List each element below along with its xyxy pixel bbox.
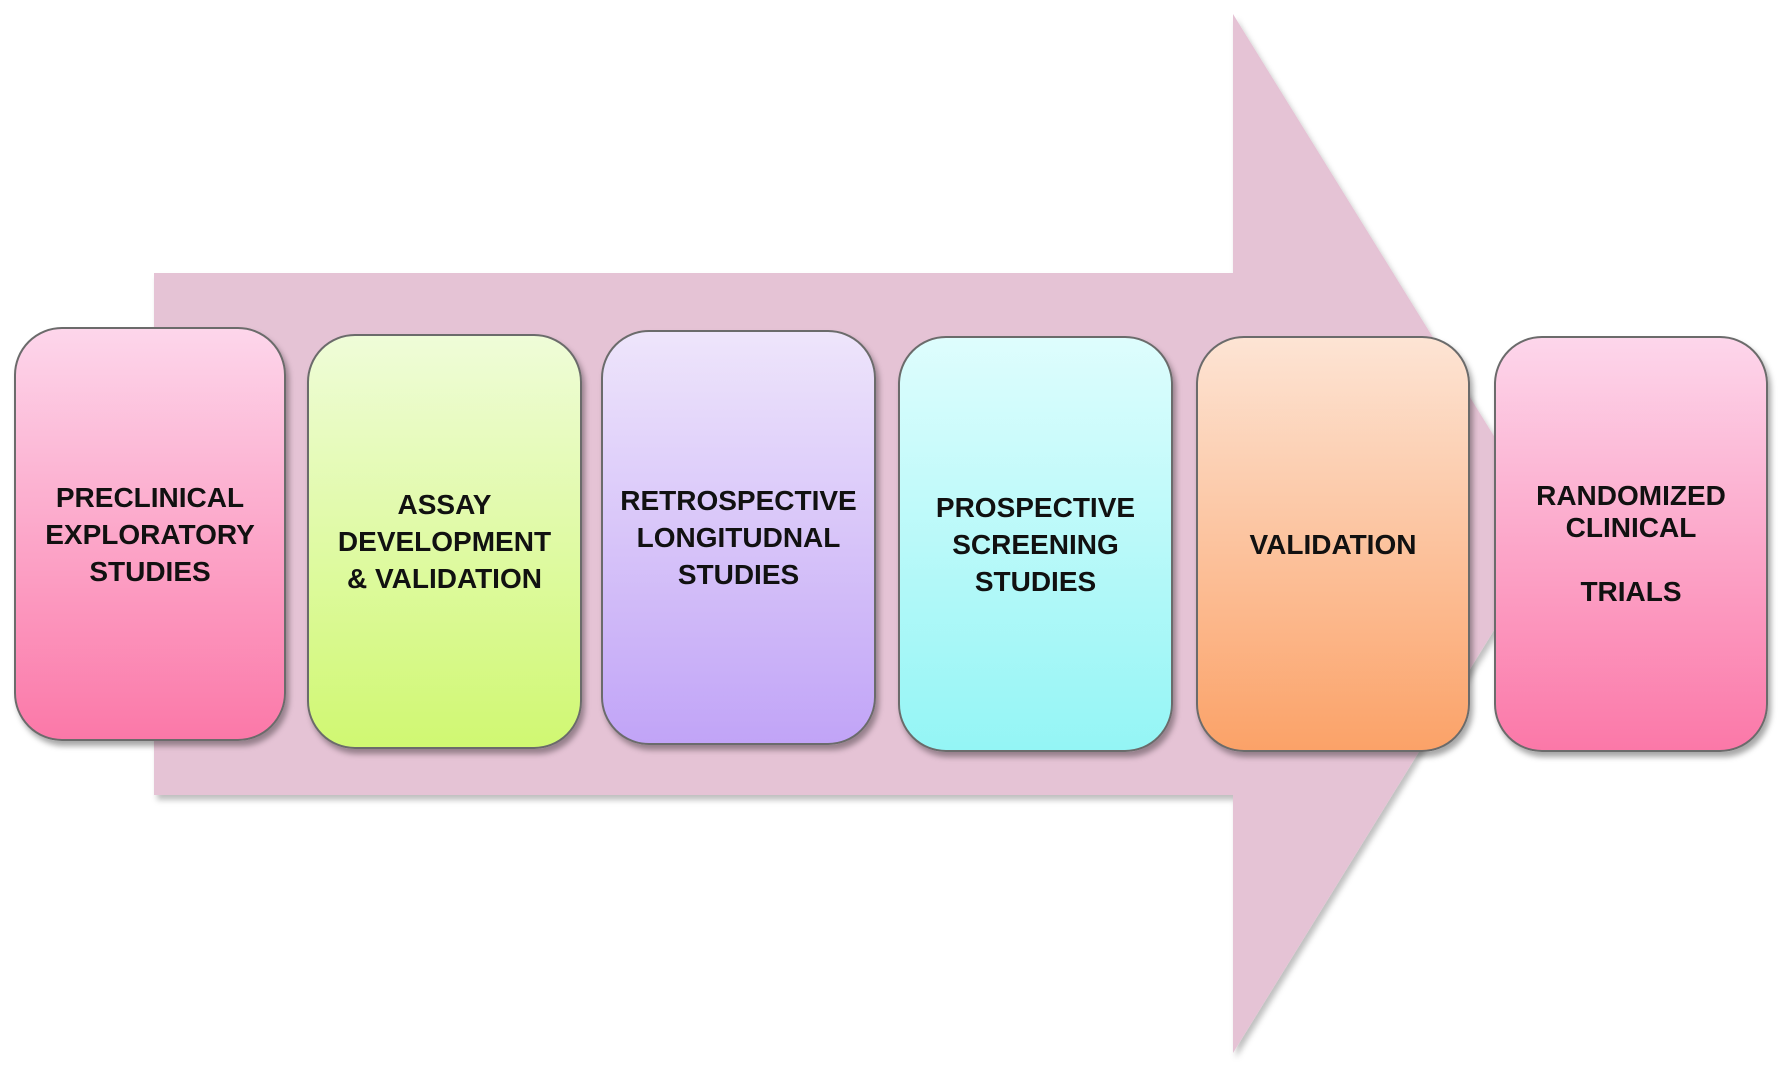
stage-box-assay: ASSAY DEVELOPMENT & VALIDATION xyxy=(307,334,582,749)
stage-box-preclinical: PRECLINICAL EXPLORATORY STUDIES xyxy=(14,327,286,741)
stage-box-retrospective: RETROSPECTIVE LONGITUDNAL STUDIES xyxy=(601,330,876,745)
stage-label: PRECLINICAL EXPLORATORY STUDIES xyxy=(45,481,255,587)
stage-box-randomized-trials: RANDOMIZED CLINICAL TRIALS xyxy=(1494,336,1768,752)
stage-box-prospective: PROSPECTIVE SCREENING STUDIES xyxy=(898,336,1173,752)
stage-label: VALIDATION xyxy=(1249,528,1417,560)
stage-label: RANDOMIZED CLINICAL TRIALS xyxy=(1536,480,1726,607)
stage-label: ASSAY DEVELOPMENT & VALIDATION xyxy=(337,489,552,594)
stage-label: PROSPECTIVE SCREENING STUDIES xyxy=(935,491,1136,597)
stage-label: RETROSPECTIVE LONGITUDNAL STUDIES xyxy=(620,485,857,590)
stage-box-validation: VALIDATION xyxy=(1196,336,1470,752)
